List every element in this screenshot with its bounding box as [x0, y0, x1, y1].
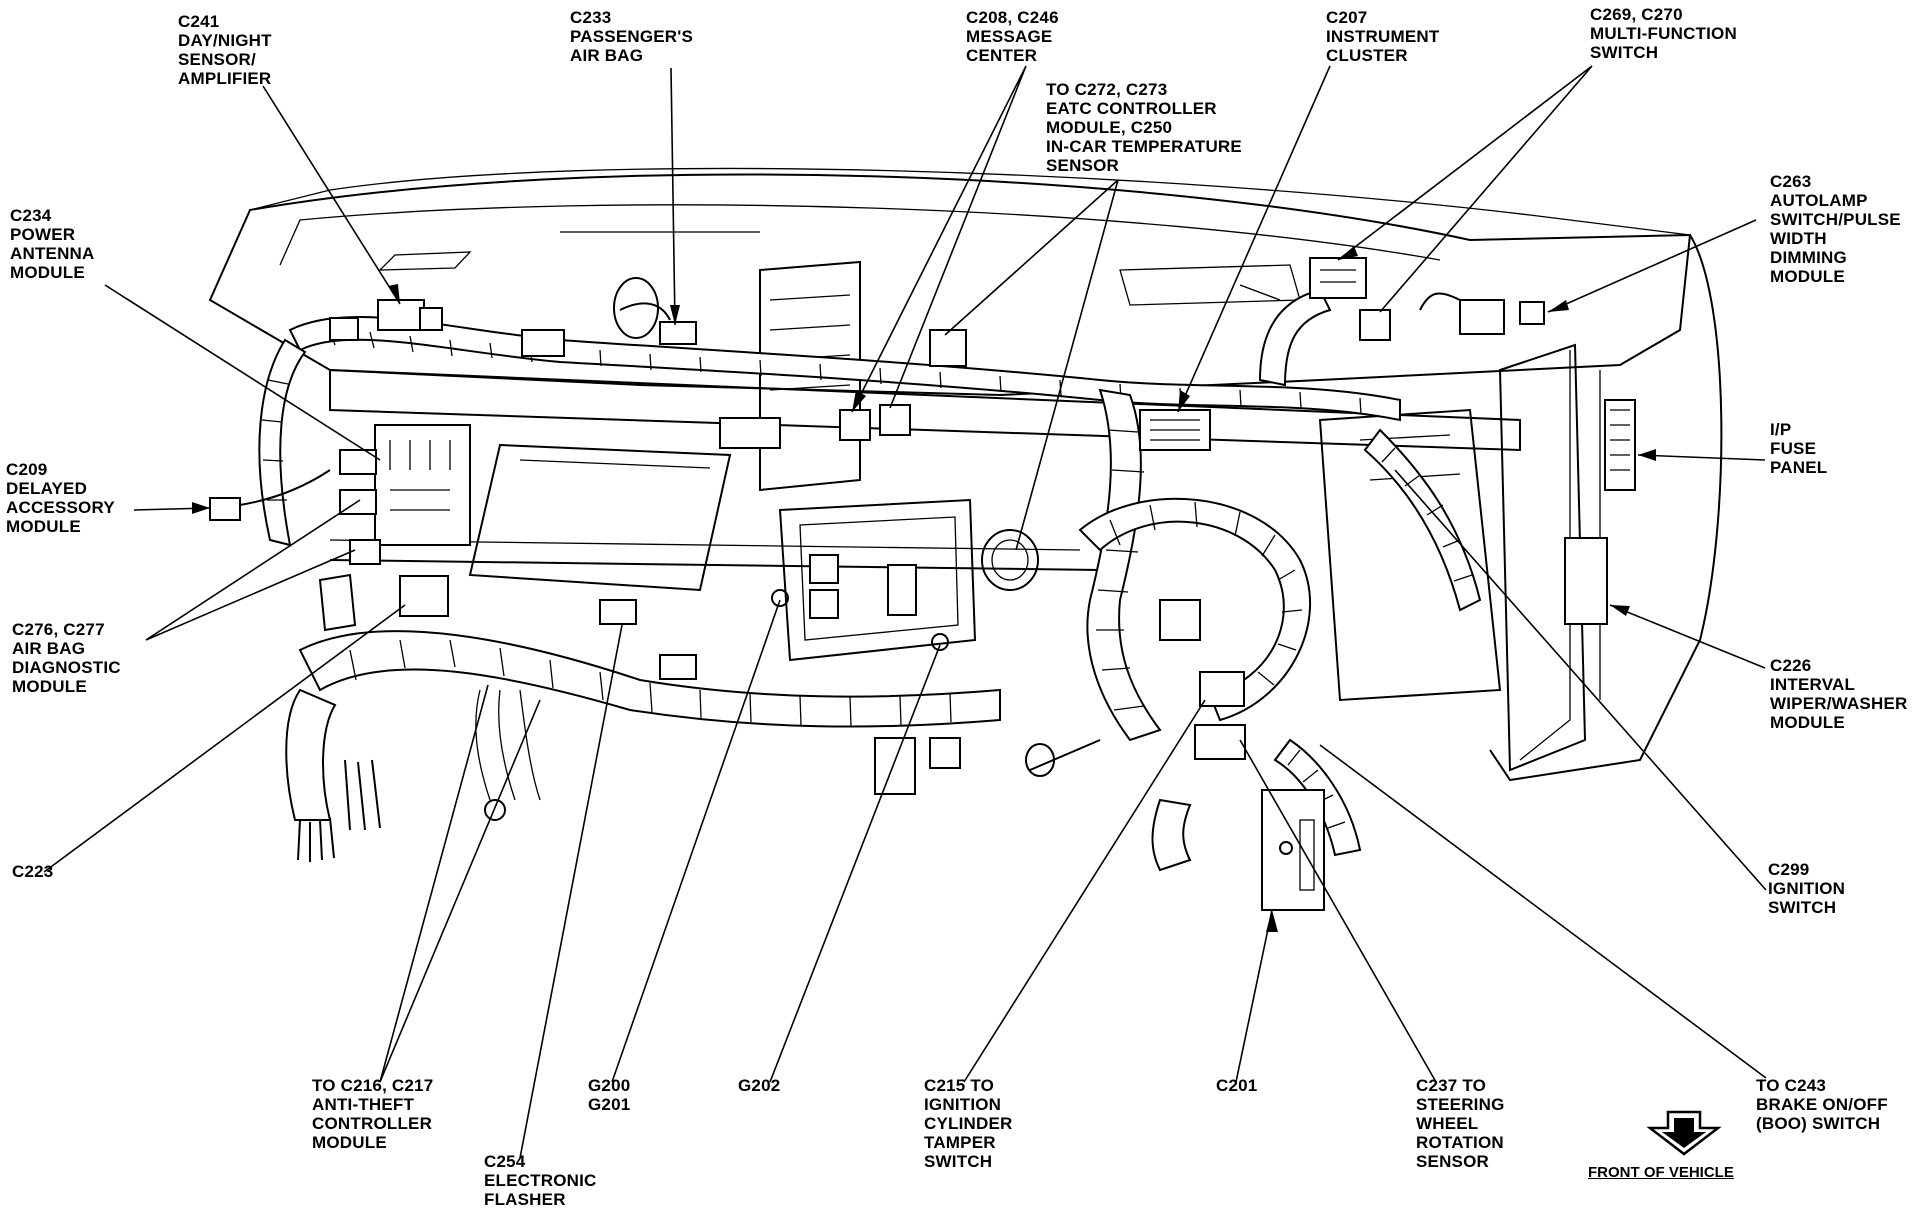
c233-connector — [659, 321, 697, 345]
leader-c269 — [1337, 65, 1593, 313]
leader-c272 — [944, 179, 1119, 551]
leader-c241 — [262, 85, 401, 305]
leader-c226 — [1609, 604, 1766, 669]
leader-c201 — [1235, 909, 1273, 1083]
leader-lines — [43, 65, 1767, 1159]
c299-connector — [1159, 599, 1201, 641]
c263-connector — [1519, 301, 1545, 325]
leader-c207 — [1177, 65, 1331, 413]
leader-ipfuse — [1637, 454, 1766, 461]
c208-connector — [839, 409, 871, 441]
front-of-vehicle-label: FRONT OF VEHICLE — [1588, 1164, 1734, 1181]
leader-c215 — [963, 699, 1206, 1083]
relay-block — [374, 424, 471, 546]
c241-connector — [377, 299, 425, 331]
leader-g200 — [611, 599, 781, 1083]
leader-c243 — [1319, 744, 1767, 1079]
leader-c223 — [43, 604, 406, 873]
leader-g202 — [769, 644, 941, 1083]
leader-c254 — [519, 624, 623, 1159]
c226-connector — [1564, 537, 1608, 625]
leader-c299 — [1394, 469, 1767, 891]
leader-c216 — [379, 684, 541, 1083]
c272-connector — [929, 329, 967, 367]
leader-c276 — [145, 499, 361, 641]
leader-c234 — [104, 284, 381, 461]
label-c223: C223 — [12, 862, 54, 881]
leader-c208 — [851, 65, 1027, 413]
c215-connector — [1199, 671, 1245, 707]
c254-connector — [599, 599, 637, 625]
c276-connector — [349, 539, 381, 565]
connectors — [209, 257, 1636, 911]
leader-c263 — [1547, 219, 1757, 313]
label-g202: G202 — [738, 1076, 781, 1095]
ip-fuse-panel — [1604, 399, 1636, 491]
g202-ground — [931, 633, 949, 651]
c269-connector — [1309, 257, 1367, 299]
leader-c233 — [670, 67, 676, 326]
c237-connector — [1194, 724, 1246, 760]
c234-connector — [521, 329, 565, 357]
leader-c237 — [1239, 739, 1437, 1083]
c223-connector — [399, 575, 449, 617]
label-c201: C201 — [1216, 1076, 1258, 1095]
c209-connector — [209, 497, 241, 521]
c201-connector — [1261, 789, 1325, 911]
